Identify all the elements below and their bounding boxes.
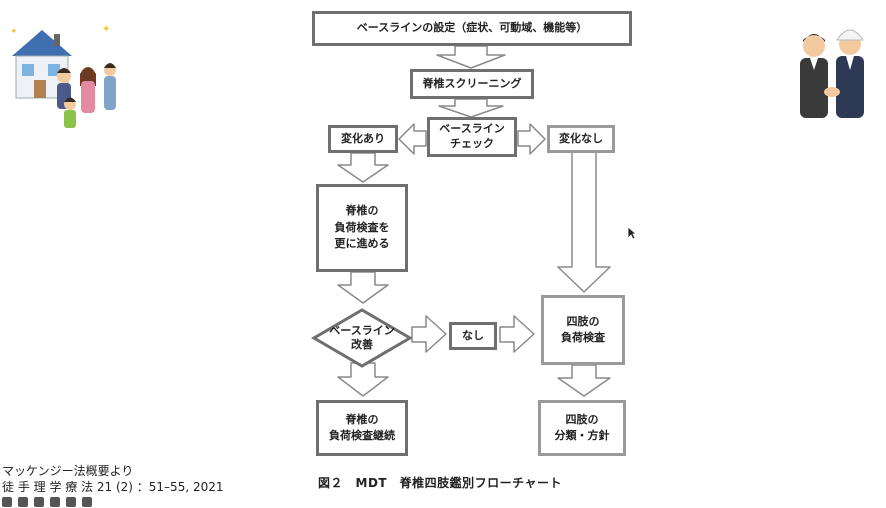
mouse-cursor-icon (627, 226, 637, 240)
arrow-right-limb (499, 315, 535, 353)
source-line-1: マッケンジー法概要より (2, 464, 134, 478)
camera-icon[interactable] (50, 497, 60, 507)
spine-load-test-more-label: 脊椎の 負荷検査を 更に進める (334, 204, 390, 251)
spine-screening-label: 脊椎スクリーニング (422, 76, 522, 90)
spine-load-test-continue-box: 脊椎の 負荷検査継続 (316, 400, 408, 456)
arrow-down-1 (436, 45, 506, 69)
pen-icon[interactable] (2, 497, 12, 507)
limb-load-test-box: 四肢の 負荷検査 (541, 295, 625, 365)
source-line-2: 徒 手 理 学 療 法 21 (2) ：51–55, 2021 (2, 480, 224, 494)
spine-load-test-continue-label: 脊椎の 負荷検査継続 (329, 412, 395, 443)
baseline-improved-text: ベースライン 改善 (318, 323, 406, 353)
arrow-down-6 (557, 364, 611, 397)
spine-screening-box: 脊椎スクリーニング (410, 69, 534, 99)
svg-text:✦: ✦ (102, 24, 110, 35)
presentation-toolbar (2, 497, 92, 507)
baseline-check-box: ベースライン チェック (427, 117, 517, 157)
figure-caption: 図２ MDT 脊椎四肢鑑別フローチャート (318, 476, 562, 490)
next-icon[interactable] (82, 497, 92, 507)
arrow-down-long (557, 150, 611, 293)
baseline-check-label: ベースライン チェック (439, 122, 505, 150)
handshake-workers-illustration (800, 29, 864, 118)
unchanged-box: 変化なし (547, 125, 615, 153)
more-icon[interactable] (66, 497, 76, 507)
none-label: なし (462, 328, 484, 342)
spine-load-test-more-box: 脊椎の 負荷検査を 更に進める (316, 184, 408, 272)
slides-icon[interactable] (34, 497, 44, 507)
arrow-down-5 (337, 362, 389, 397)
arrow-right-unchanged (517, 123, 546, 155)
limb-classification-label: 四肢の 分類・方針 (554, 412, 610, 443)
arrow-down-2 (438, 98, 504, 118)
changed-label: 変化あり (341, 131, 385, 145)
svg-text:✦: ✦ (10, 27, 18, 37)
family-house-illustration: ✦ ✦ (10, 24, 116, 128)
unchanged-label: 変化なし (559, 131, 603, 145)
arrow-down-4 (337, 271, 389, 304)
arrow-down-3 (337, 152, 389, 183)
arrow-left-changed (398, 123, 427, 155)
baseline-setup-label: ベースラインの設定（症状、可動域、機能等） (356, 21, 588, 35)
limb-classification-box: 四肢の 分類・方針 (538, 400, 626, 456)
limb-load-test-label: 四肢の 負荷検査 (561, 314, 605, 345)
arrow-right-none (411, 315, 447, 353)
baseline-setup-box: ベースラインの設定（症状、可動域、機能等） (312, 11, 632, 46)
baseline-improved-label: ベースライン 改善 (329, 323, 395, 351)
changed-box: 変化あり (328, 125, 398, 153)
decision-diamond (311, 308, 413, 368)
search-icon[interactable] (18, 497, 28, 507)
none-box: なし (449, 322, 497, 350)
